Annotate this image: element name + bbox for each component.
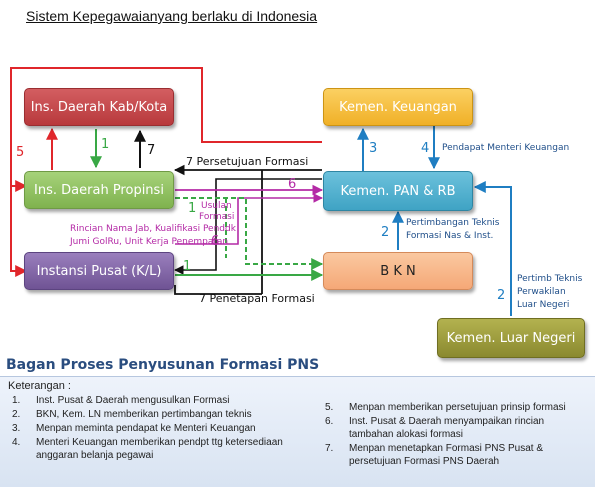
box-bkn: B K N	[323, 252, 473, 290]
label-pertimb-2: Perwakilan	[517, 287, 566, 297]
box-instansi-pusat: Instansi Pusat (K/L)	[24, 252, 174, 290]
label-1-top: 1	[101, 137, 110, 152]
page-title: Sistem Kepegawaianyang berlaku di Indone…	[26, 8, 318, 24]
label-6-mid: 6	[211, 234, 220, 249]
label-2-right: 2	[497, 288, 506, 303]
label-formasi: Formasi	[199, 212, 235, 222]
label-3: 3	[369, 141, 378, 156]
label-pertimbangan-2: Formasi Nas & Inst.	[406, 231, 494, 241]
arrow-1-green-dashed-prop	[175, 197, 324, 270]
label-1-usulan: 1	[188, 201, 197, 216]
label-pertimb-3: Luar Negeri	[517, 300, 570, 310]
label-usulan: Usulan	[201, 201, 232, 211]
legend-panel	[0, 376, 595, 487]
box-ins-daerah-kab: Ins. Daerah Kab/Kota	[24, 88, 174, 126]
box-kemen-luar-negeri: Kemen. Luar Negeri	[437, 318, 585, 358]
label-rincian-1: Rincian Nama Jab, Kualifikasi Penddk	[70, 224, 236, 234]
label-4: 4	[421, 141, 430, 156]
arrow-black-pan-to-pusat	[174, 178, 322, 275]
label-pendapat-menteri: Pendapat Menteri Keuangan	[442, 143, 570, 153]
legend-title: Bagan Proses Penyusunan Formasi PNS	[6, 357, 320, 373]
legend-heading: Keterangan :	[8, 380, 71, 392]
label-pertimbangan-1: Pertimbangan Teknis	[406, 218, 500, 228]
label-7-top: 7	[147, 143, 156, 158]
box-kemen-pan-rb: Kemen. PAN & RB	[323, 171, 473, 211]
label-pertimb-1: Pertimb Teknis	[517, 274, 583, 284]
label-persetujuan-formasi: 7 Persetujuan Formasi	[186, 155, 309, 168]
label-5: 5	[16, 145, 25, 160]
arrow-7-penetapan	[174, 285, 262, 295]
label-6-top: 6	[288, 177, 297, 192]
label-rincian-2: Jumi GolRu, Unit Kerja Penempatan	[70, 237, 229, 247]
arrow-red-pan-to-kab	[201, 97, 322, 143]
label-1-pusat: 1	[183, 259, 192, 274]
label-2-mid: 2	[381, 225, 390, 240]
box-ins-daerah-propinsi: Ins. Daerah Propinsi	[24, 171, 174, 209]
arrow-5-red-loop	[10, 67, 203, 277]
box-kemen-keuangan: Kemen. Keuangan	[323, 88, 473, 126]
arrow-2-blue-ln	[473, 181, 512, 316]
arrow-6-magenta-mid	[175, 193, 323, 245]
label-penetapan-formasi: 7 Penetapan Formasi	[199, 292, 315, 305]
